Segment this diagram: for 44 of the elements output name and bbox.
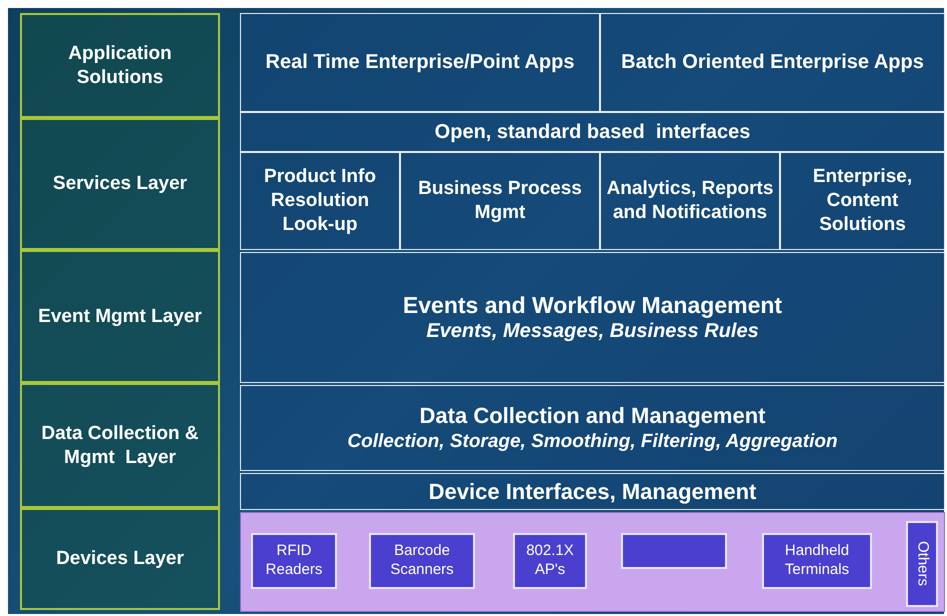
device-box: [621, 533, 727, 569]
device-label: Barcode Scanners: [389, 542, 455, 580]
layer-label: [20, 508, 220, 610]
layer-title: Open, standard based interfaces: [434, 120, 752, 144]
layer-box: [400, 152, 600, 250]
layer-label: [20, 118, 220, 250]
layer-box: [240, 112, 945, 152]
layer-box: [240, 385, 945, 471]
layer-label: [20, 13, 220, 118]
device-box: [906, 521, 938, 607]
device-box: [369, 533, 475, 589]
device-band: [240, 512, 945, 612]
device-label: 802.1X AP's: [525, 542, 575, 580]
layer-name: Devices Layer: [55, 547, 185, 571]
device-label: Handheld Terminals: [784, 542, 850, 580]
layer-box: [240, 252, 945, 383]
layer-title: Product Info Resolution Look-up: [263, 165, 377, 237]
layer-box: [780, 152, 945, 250]
layer-title: Data Collection and Management: [418, 402, 766, 430]
device-label: RFID Readers: [264, 542, 324, 580]
layer-name: Data Collection & Mgmt Layer: [40, 422, 200, 470]
device-box: [513, 533, 587, 589]
layer-box: [600, 13, 945, 112]
layer-box: [600, 152, 780, 250]
layer-subtitle: Collection, Storage, Smoothing, Filtering, Aggregation: [346, 430, 839, 454]
layer-box: [240, 473, 945, 510]
layer-title: Enterprise, Content Solutions: [812, 165, 914, 237]
layer-box: [240, 152, 400, 250]
layer-title: Device Interfaces, Management: [428, 478, 758, 506]
layer-name: Services Layer: [52, 172, 188, 196]
layer-name: Application Solutions: [67, 42, 173, 90]
layer-title: Business Process Mgmt: [417, 177, 583, 225]
device-box: [762, 533, 872, 589]
device-label: Others: [913, 541, 932, 586]
layer-label: [20, 383, 220, 508]
layer-subtitle: Events, Messages, Business Rules: [425, 319, 760, 344]
layer-title: Real Time Enterprise/Point Apps: [264, 50, 576, 75]
layer-box: [240, 13, 600, 112]
layer-label: [20, 250, 220, 383]
layer-name: Event Mgmt Layer: [37, 304, 203, 328]
layer-title: Batch Oriented Enterprise Apps: [620, 50, 925, 75]
layer-title: Events and Workflow Management: [402, 290, 784, 320]
layer-title: Analytics, Reports and Notifications: [606, 177, 774, 225]
device-box: [251, 533, 337, 589]
